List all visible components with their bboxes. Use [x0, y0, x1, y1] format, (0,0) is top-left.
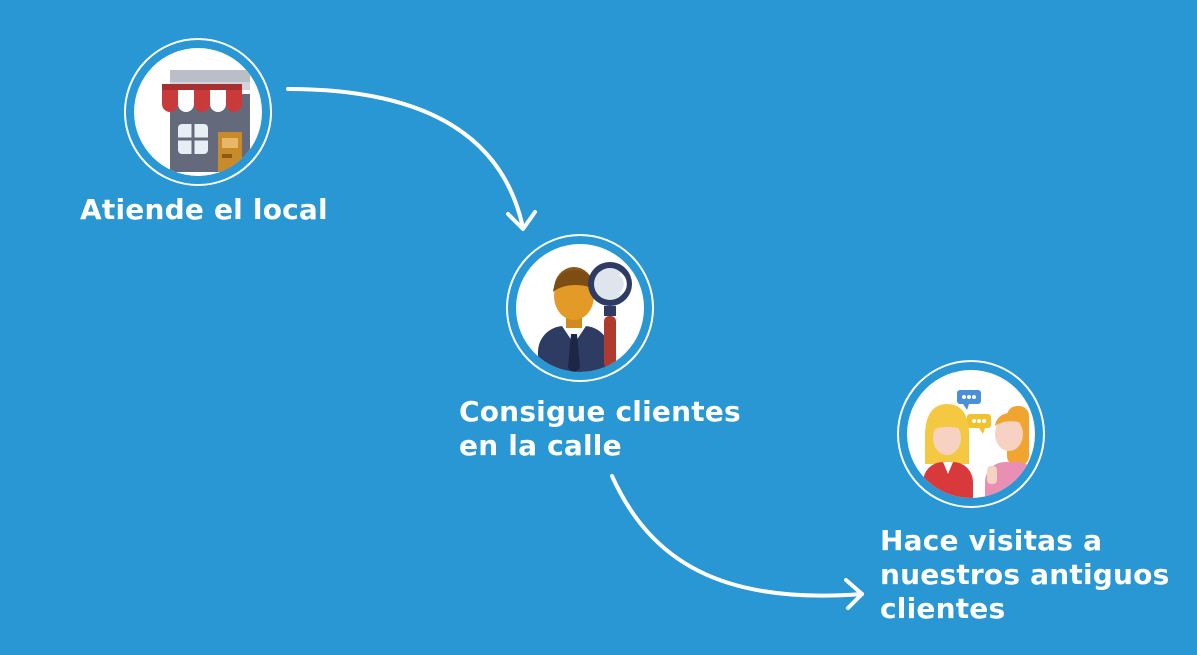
step-local-label-line-1: Atiende el local — [80, 193, 328, 226]
businessman-magnifier-icon — [538, 262, 632, 372]
arrow-calle-to-visitas — [610, 474, 864, 598]
step-calle-circle — [506, 234, 654, 382]
step-visitas-label-line-3: clientes — [880, 592, 1006, 625]
step-calle-label-line-1: Consigue clientes — [459, 395, 741, 428]
step-local-circle — [124, 38, 272, 186]
step-visitas-label-line-2: nuestros antiguos — [880, 558, 1170, 591]
step-visitas-label: Hace visitas a nuestros antiguos cliente… — [880, 524, 1169, 626]
step-local-label: Atiende el local — [80, 193, 328, 227]
step-local-disc — [134, 48, 262, 176]
arrowhead-local-to-calle — [506, 210, 537, 231]
arrow-local-to-calle — [286, 87, 525, 230]
step-calle-disc — [516, 244, 644, 372]
arrowhead-calle-to-visitas — [844, 578, 864, 610]
step-visitas-disc — [907, 370, 1035, 498]
two-people-chatting-icon — [923, 390, 1035, 498]
step-calle-label-line-2: en la calle — [459, 429, 622, 462]
step-visitas-label-line-1: Hace visitas a — [880, 524, 1103, 557]
storefront-icon — [162, 70, 250, 172]
step-calle-label: Consigue clientes en la calle — [459, 395, 741, 463]
step-visitas-circle — [897, 360, 1045, 508]
